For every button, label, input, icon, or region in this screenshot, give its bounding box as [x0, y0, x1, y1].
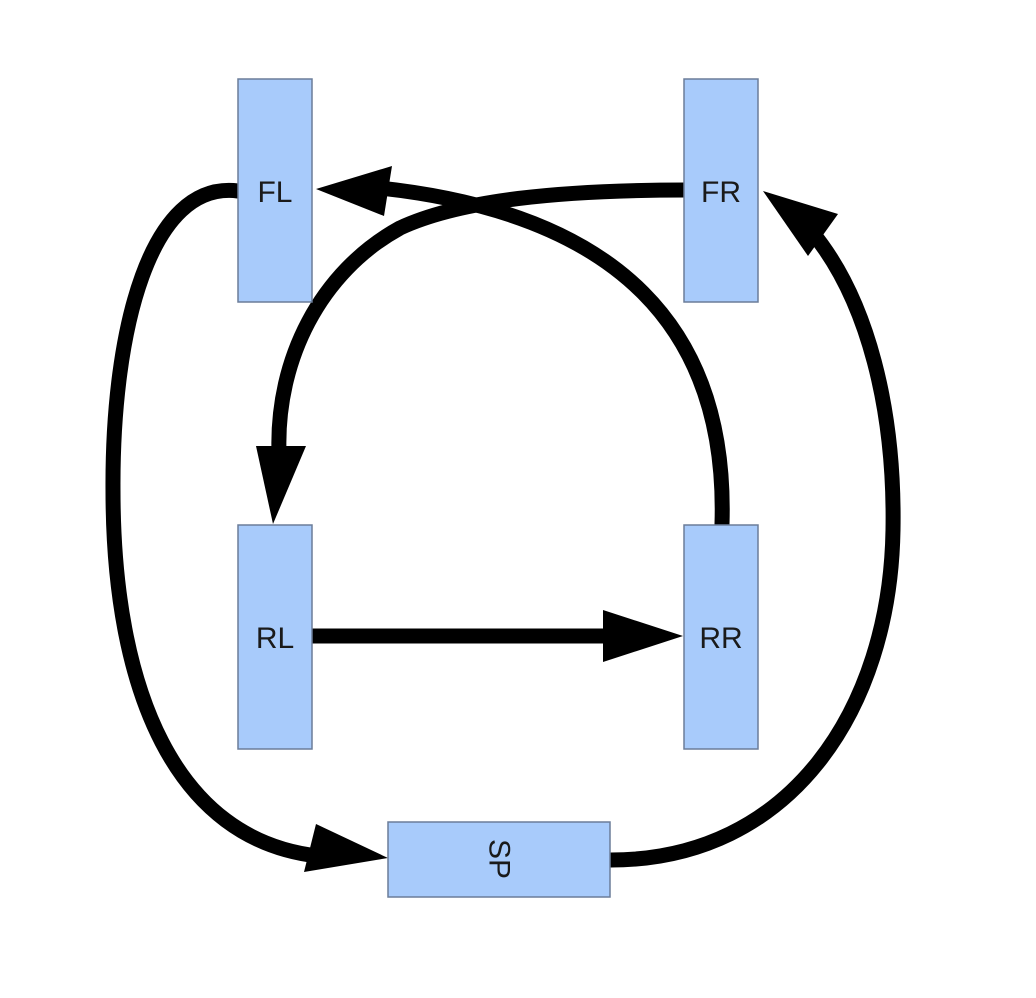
node-rl-box: [237, 524, 313, 750]
edge-fr-to-rl-arrowhead: [256, 446, 306, 524]
edge-rr-to-fl: [316, 166, 730, 532]
edge-rr-to-fl-arrowhead: [316, 166, 392, 216]
node-fr: FR: [683, 78, 759, 303]
node-sp: SP: [387, 821, 611, 898]
edge-fl-to-sp: [105, 183, 388, 872]
node-fr-box: [683, 78, 759, 303]
node-rr-label: RR: [699, 622, 742, 655]
node-sp-label: SP: [483, 839, 516, 879]
node-sp-box: [387, 821, 611, 898]
edge-fr-to-rl-line: [271, 182, 694, 460]
edge-fl-to-sp-arrowhead: [304, 824, 388, 872]
node-fl-box: [237, 78, 313, 303]
node-rl-label: RL: [256, 622, 294, 655]
edge-fl-to-sp-line: [105, 183, 326, 864]
node-fl: FL: [237, 78, 313, 303]
edge-rr-to-fl-line: [372, 180, 730, 532]
edge-sp-to-fr: [603, 191, 901, 868]
edge-sp-to-fr-line: [603, 224, 901, 868]
node-rr-box: [683, 524, 759, 750]
node-rl: RL: [237, 524, 313, 750]
edge-rl-to-rr-arrowhead: [603, 610, 683, 662]
edge-fr-to-rl: [256, 182, 694, 524]
node-fr-label: FR: [701, 176, 741, 209]
node-rr: RR: [683, 524, 759, 750]
edge-rl-to-rr: [312, 610, 683, 662]
edge-sp-to-fr-arrowhead: [763, 191, 838, 256]
node-fl-label: FL: [257, 176, 292, 209]
